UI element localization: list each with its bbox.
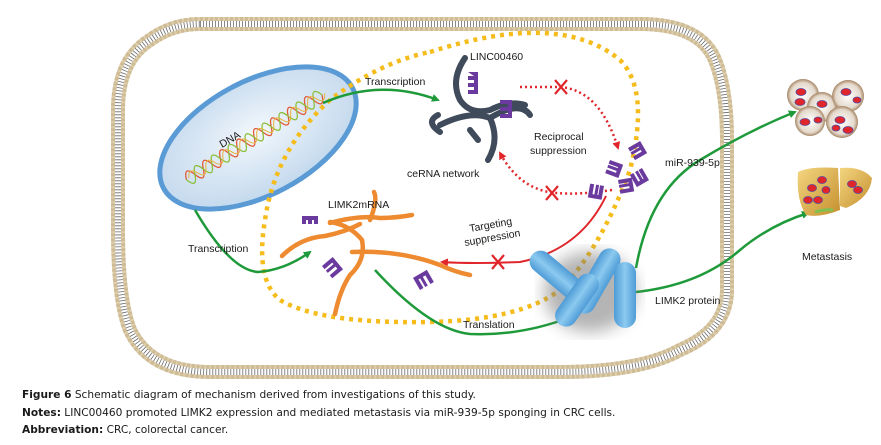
tumor-cells-icon <box>787 79 864 138</box>
caption-abbreviation-line: Abbreviation: CRC, colorectal cancer. <box>22 422 872 440</box>
transcription-arrow-top <box>322 88 440 105</box>
metastasis-arrow-liver <box>635 210 810 294</box>
transcription-arrow-left <box>193 209 312 274</box>
metastasis-label: Metastasis <box>802 251 852 263</box>
limk2-mrna <box>279 189 473 317</box>
block-x-icon <box>491 79 568 270</box>
notes-label: Notes: <box>22 406 61 419</box>
cerna-network-boundary <box>259 30 641 325</box>
transcription-label-top: Transcription <box>365 76 425 88</box>
limk2-protein <box>529 248 636 332</box>
transcription-label-left: Transcription <box>188 243 248 255</box>
abbreviation-text: CRC, colorectal cancer. <box>103 424 229 436</box>
cerna-network-label: ceRNA network <box>407 168 480 180</box>
translation-arrow <box>374 269 570 336</box>
linc00460-label: LINC00460 <box>470 51 523 63</box>
cell-membrane <box>111 17 734 379</box>
dna-helix <box>185 90 326 184</box>
mirna-bound-icon <box>468 72 512 118</box>
linc00460-lncrna <box>429 55 533 163</box>
translation-label: Translation <box>463 319 515 331</box>
mir-939-5p <box>587 141 649 200</box>
liver-icon <box>797 167 872 216</box>
metastasis-arrow-cells <box>634 110 797 269</box>
mechanism-diagram: DNA <box>111 17 872 379</box>
targeting-suppression-arrow <box>440 195 607 267</box>
mir-939-5p-label: miR-939-5p <box>665 157 720 169</box>
figure-title: Schematic diagram of mechanism derived f… <box>71 389 476 401</box>
abbreviation-label: Abbreviation: <box>22 424 104 436</box>
reciprocal-suppression-label-2: suppression <box>530 145 587 157</box>
caption-title-line: Figure 6 Schematic diagram of mechanism … <box>22 387 872 405</box>
figure-caption: Figure 6 Schematic diagram of mechanism … <box>22 387 872 440</box>
limk2-protein-label: LIMK2 protein <box>655 295 721 307</box>
reciprocal-arrow-bottom <box>498 151 613 195</box>
nucleus: DNA <box>157 64 359 212</box>
caption-notes-line: Notes: LINC00460 promoted LIMK2 expressi… <box>22 405 872 423</box>
figure-number: Figure 6 <box>22 389 72 401</box>
mirna-bound-icon <box>302 216 434 290</box>
notes-text: LINC00460 promoted LIMK2 expression and … <box>60 406 616 419</box>
limk2mrna-label: LIMK2mRNA <box>328 199 389 211</box>
reciprocal-suppression-label-1: Reciprocal <box>534 131 584 143</box>
